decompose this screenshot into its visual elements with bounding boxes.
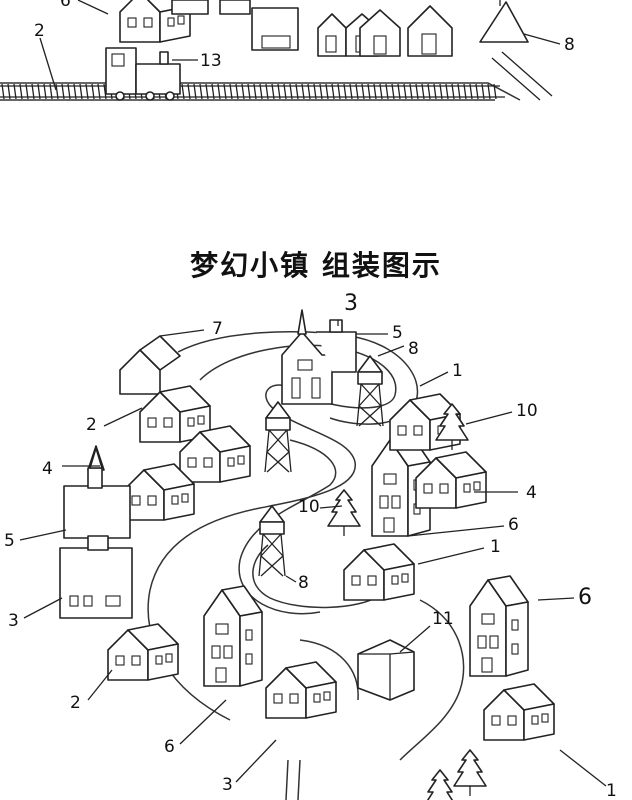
house-model-4-left: [123, 463, 195, 521]
callout-6-left: 6: [164, 737, 175, 757]
callout-8-lower: 8: [298, 573, 309, 593]
tree-model-bottom: [453, 749, 487, 797]
callout-3-bottom: 3: [222, 775, 233, 795]
church-model-5: [63, 447, 131, 539]
callout-1-bottom: 1: [606, 781, 617, 800]
callout-4-left: 4: [42, 459, 53, 479]
diagram-title: 梦幻小镇 组装图示: [190, 249, 442, 282]
callout-1-center: 1: [490, 537, 501, 557]
previous-diagram-strip: [0, 0, 553, 101]
callout-3-church: 3: [344, 291, 358, 316]
top-callout-6: 6: [60, 0, 109, 15]
church-model: [281, 309, 357, 405]
top-callout-2: 2: [34, 21, 57, 91]
top-label-13: 13: [200, 51, 222, 71]
tall-house-model-6-right: [469, 575, 529, 677]
callout-5-top: 5: [392, 323, 403, 343]
callout-6-right: 6: [578, 585, 592, 610]
house-model-3-left: [59, 535, 133, 619]
top-label-6: 6: [60, 0, 71, 11]
top-label-2: 2: [34, 21, 45, 41]
callout-6-center: 6: [508, 515, 519, 535]
house-model-3-bottom: [265, 661, 337, 719]
callout-lines: [19, 320, 607, 787]
water-tower-model-a: [356, 355, 384, 427]
house-model-1-bottom: [483, 683, 555, 741]
callout-2-lower: 2: [70, 693, 81, 713]
tree-model-10-left: [327, 489, 361, 537]
top-callout-8: 8: [523, 33, 575, 55]
callout-8-top: 8: [408, 339, 419, 359]
train-engine: [105, 47, 181, 101]
callout-10-right: 10: [516, 401, 538, 421]
callout-1-upper: 1: [452, 361, 463, 381]
top-label-8: 8: [564, 35, 575, 55]
top-callout-13: 13: [172, 51, 222, 71]
callout-7: 7: [212, 319, 223, 339]
tree-model-bottom-2: [423, 769, 457, 800]
callout-4-right: 4: [526, 483, 537, 503]
tall-house-model-6-left: [203, 585, 263, 687]
water-tower-model-c: [258, 505, 286, 577]
house-model-2-lower: [107, 623, 179, 681]
railway-track-top: [0, 51, 553, 101]
water-tower-model-b: [264, 401, 292, 473]
block-model-11: [357, 639, 415, 701]
callout-3-left: 3: [8, 611, 19, 631]
callout-5-left: 5: [4, 531, 15, 551]
house-model-7: [119, 335, 181, 395]
house-model-1-center: [343, 543, 415, 601]
callout-11: 11: [432, 609, 454, 629]
callout-2-left: 2: [86, 415, 97, 435]
callout-10-left: 10: [298, 497, 320, 517]
